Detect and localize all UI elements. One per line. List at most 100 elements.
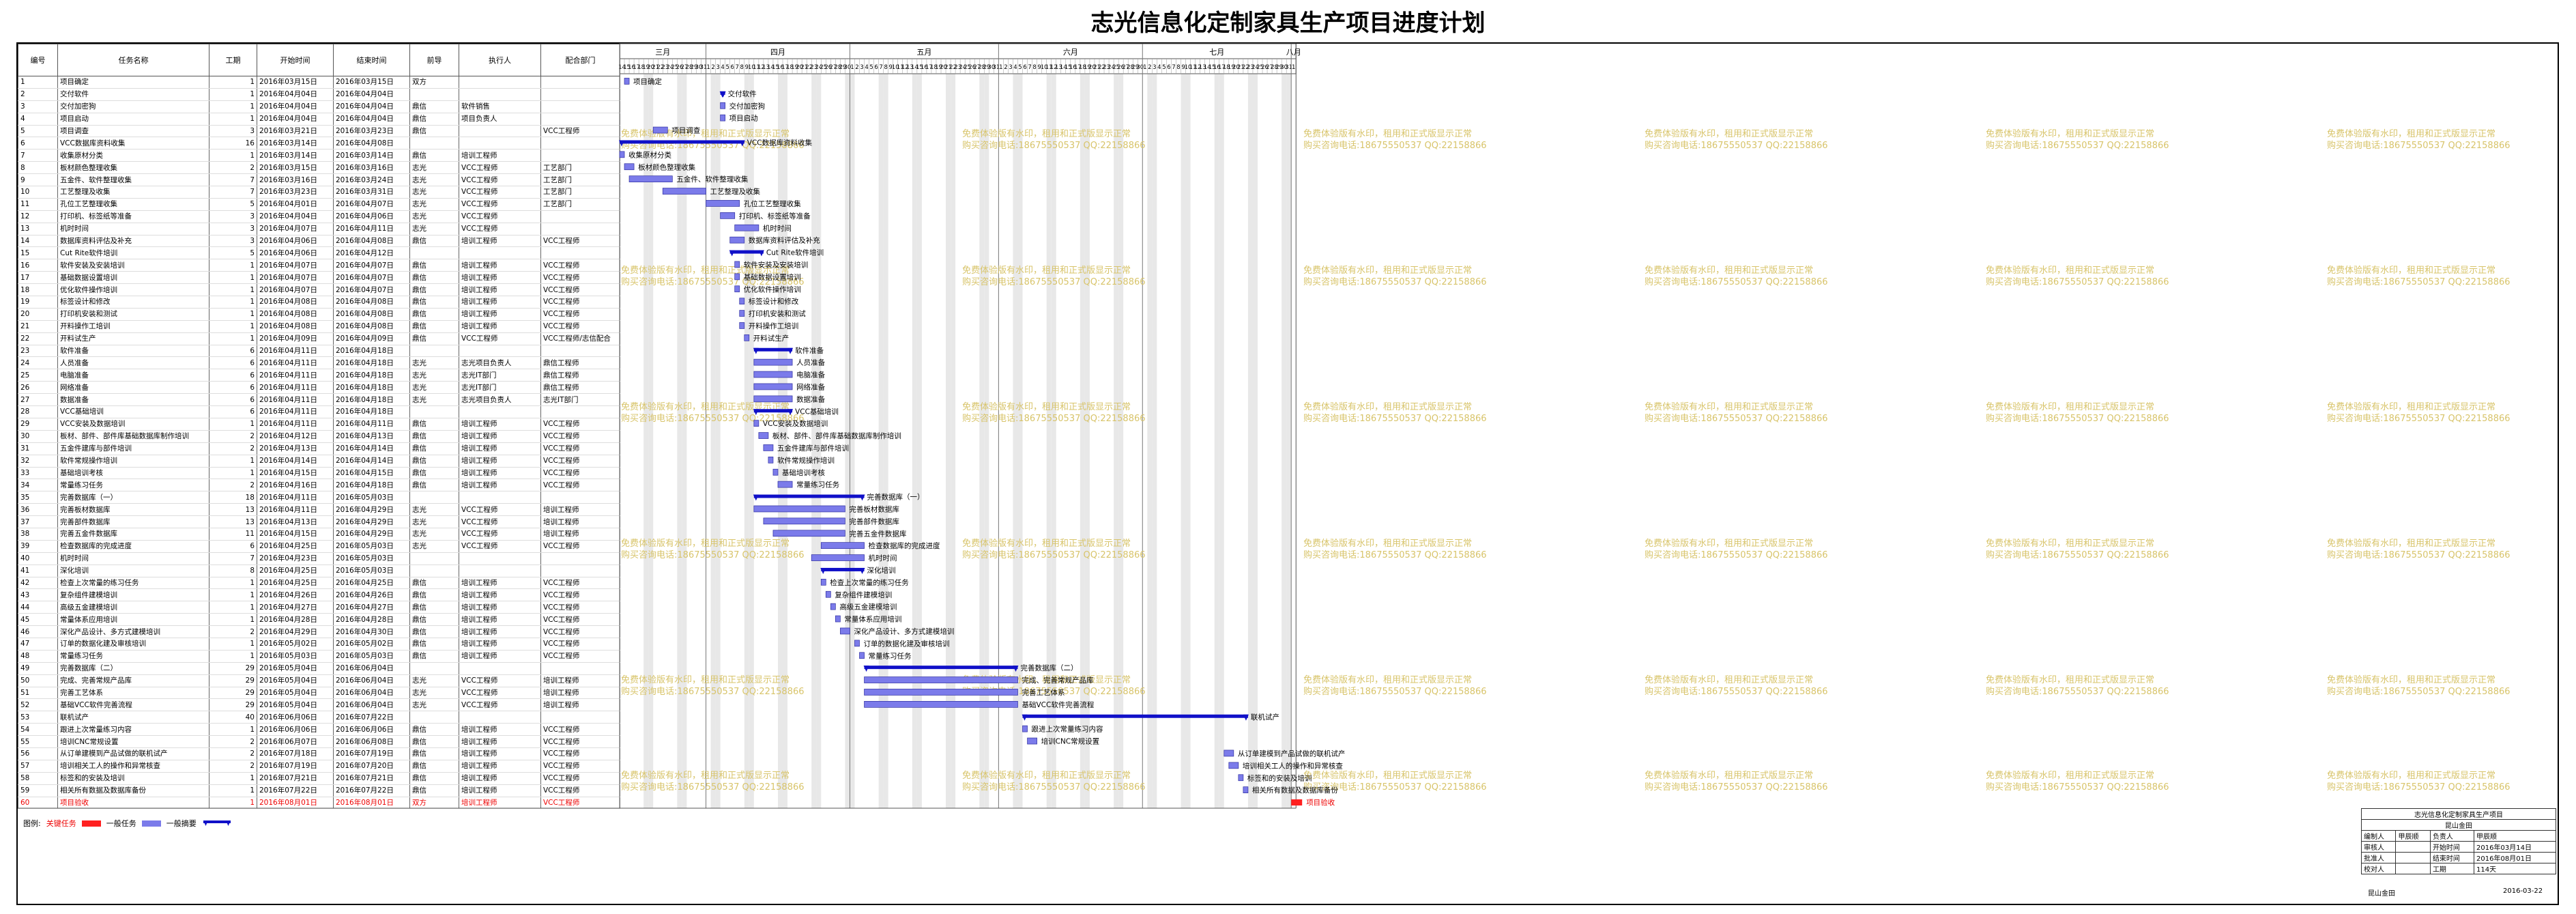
task-owner: 培训工程师: [459, 772, 541, 785]
day-label: 30: [844, 64, 852, 71]
info-cell: 负责人: [2429, 830, 2475, 842]
col-header-name[interactable]: 任务名称: [57, 44, 209, 76]
task-predecessor: 鼎信: [409, 747, 459, 760]
weekend-column: [1017, 74, 1023, 808]
task-name: 机时时间: [57, 223, 209, 235]
task-id: 35: [18, 491, 58, 504]
watermark-text: 免费体验版有水印，租用和正式版显示正常: [1645, 538, 1813, 549]
watermark-text: 免费体验版有水印，租用和正式版显示正常: [1986, 770, 2154, 781]
day-label: 26: [1261, 64, 1269, 71]
col-header-id[interactable]: 编号: [18, 44, 58, 76]
task-bar: [739, 310, 745, 317]
col-header-duration[interactable]: 工期: [209, 44, 257, 76]
task-bar: [763, 517, 845, 525]
day-label: 22: [1242, 64, 1249, 71]
task-dept: 培训工程师: [540, 674, 620, 687]
task-predecessor: 志光: [409, 198, 459, 211]
day-label: 28: [1127, 64, 1134, 71]
task-bar: [772, 468, 779, 476]
bar-label: 常量练习任务: [869, 651, 912, 660]
task-name: 完善数据库（二）: [57, 662, 209, 675]
summary-start-cap: [820, 567, 826, 574]
day-label: 28: [978, 64, 985, 71]
task-end: 2016年06月08日: [333, 735, 410, 748]
watermark-text: 购买咨询电话:18675550537 QQ:22158866: [1986, 413, 2169, 424]
day-label: 21: [1093, 64, 1101, 71]
task-end: 2016年07月22日: [333, 784, 410, 797]
summary-bar: [864, 666, 1018, 670]
watermark-text: 免费体验版有水印，租用和正式版显示正常: [1303, 538, 1472, 549]
task-name: 完善部件数据库: [57, 515, 209, 528]
task-end: 2016年05月02日: [333, 638, 410, 651]
day-label: 15: [916, 64, 923, 71]
info-cell: 甲辰顺: [2474, 830, 2556, 842]
bar-label: 标签设计和修改: [749, 297, 799, 306]
task-name: Cut Rite软件培训: [57, 246, 209, 260]
col-header-predecessor[interactable]: 前导: [409, 44, 459, 76]
task-id: 47: [18, 638, 58, 651]
task-bar: [777, 481, 793, 488]
task-duration: 16: [209, 137, 257, 150]
task-dept: 工艺部门: [540, 161, 620, 175]
